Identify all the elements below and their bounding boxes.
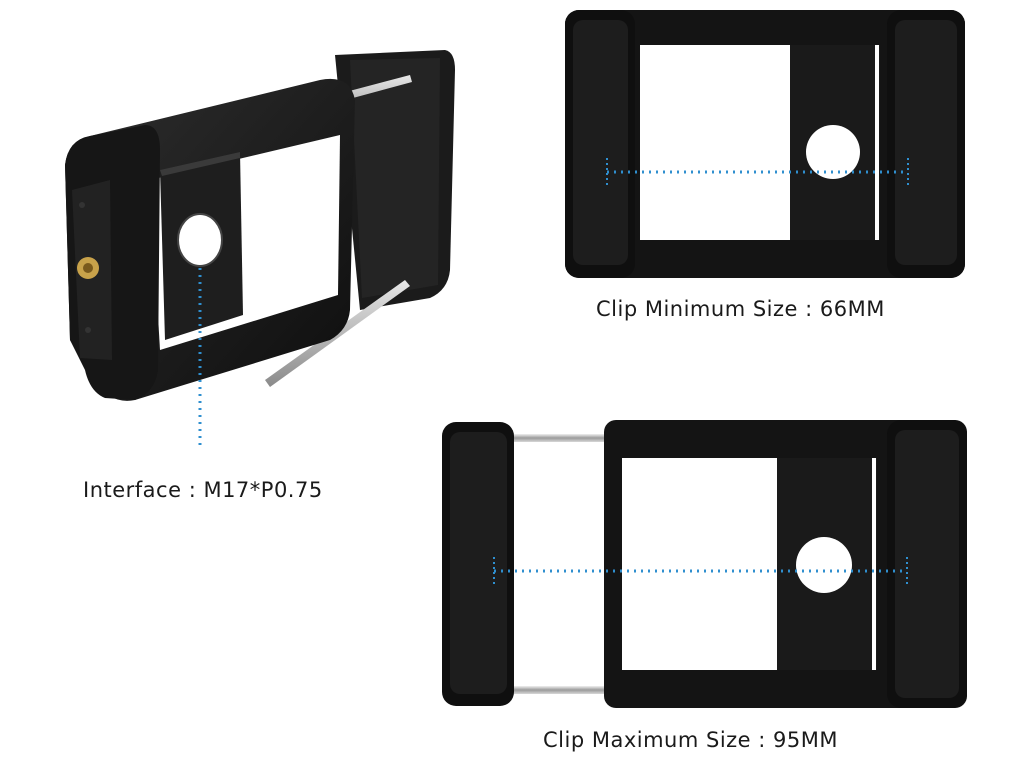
interface-caption: Interface : M17*P0.75 [83, 478, 323, 502]
clip-max-caption: Clip Maximum Size : 95MM [543, 728, 838, 752]
phone-clip-max-image [442, 420, 967, 708]
phone-clip-min-image [565, 10, 965, 278]
phone-clip-angled-image [65, 50, 455, 450]
clip-min-caption: Clip Minimum Size : 66MM [596, 297, 885, 321]
